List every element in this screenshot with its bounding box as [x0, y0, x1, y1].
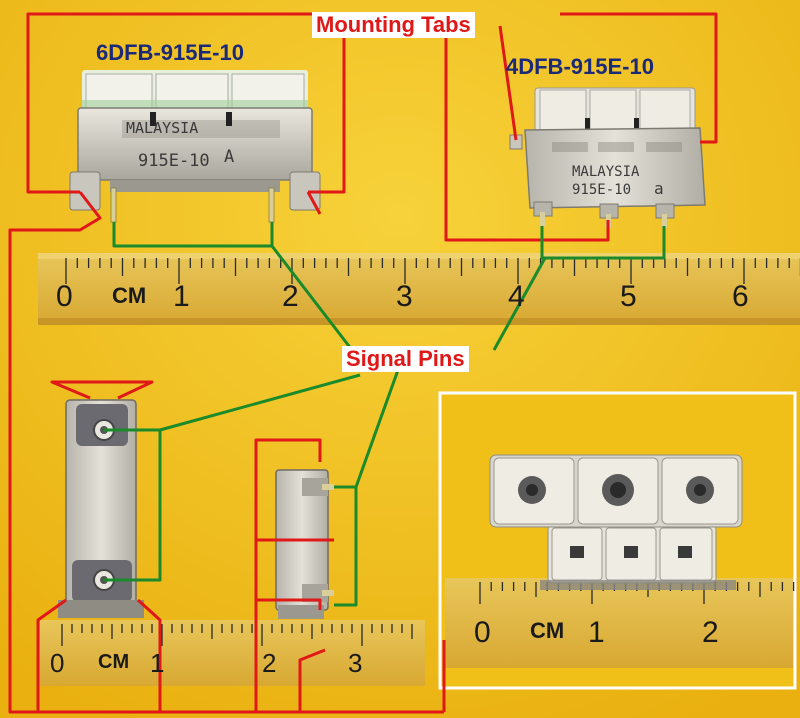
ruler-br-tick-1: 1	[588, 616, 605, 649]
part-4dfb-label: 4DFB-915E-10	[506, 54, 654, 79]
ruler-bottom-left-labels: 0 CM 1 2 3	[50, 648, 362, 678]
part-4dfb-side-view	[275, 469, 334, 619]
part-6dfb-marking-line2: 915E-10	[138, 151, 210, 171]
part-6dfb-marking-suffix: A	[224, 147, 234, 167]
mounting-tabs-label: Mounting Tabs	[312, 12, 475, 38]
ruler-top-tick-0: 0	[56, 280, 73, 313]
ruler-top	[38, 253, 800, 325]
ruler-top-unit: CM	[112, 283, 146, 308]
ruler-top-tick-1: 1	[173, 280, 190, 313]
part-6dfb-body	[69, 70, 321, 223]
ruler-top-tick-2: 2	[282, 280, 299, 313]
part-4dfb-marking: MALAYSIA 915E-10 a	[572, 164, 664, 198]
part-4dfb-marking-line1: MALAYSIA	[572, 164, 640, 180]
ruler-bl-unit: CM	[98, 651, 129, 673]
part-6dfb-marking: MALAYSIA 915E-10 A	[126, 119, 234, 171]
mounting-tabs-callout-lines	[8, 12, 718, 714]
part-4dfb-marking-suffix: a	[654, 179, 664, 198]
ruler-bl-tick-0: 0	[50, 648, 64, 678]
signal-pins-label: Signal Pins	[342, 346, 469, 372]
ruler-top-tick-5: 5	[620, 280, 637, 313]
ruler-top-tick-6: 6	[732, 280, 749, 313]
part-4dfb-marking-line2: 915E-10	[572, 182, 631, 198]
ruler-top-tick-3: 3	[396, 280, 413, 313]
ruler-bottom-right-labels: 0 CM 1 2	[474, 616, 719, 649]
ruler-bottom-left	[40, 620, 425, 686]
ruler-bl-tick-1: 1	[150, 648, 164, 678]
ruler-top-tick-4: 4	[508, 280, 525, 313]
part-6dfb-label: 6DFB-915E-10	[96, 40, 244, 65]
ruler-bl-tick-2: 2	[262, 648, 276, 678]
part-6dfb-marking-line1: MALAYSIA	[126, 119, 198, 137]
ruler-bottom-right	[445, 578, 795, 668]
signal-pins-callout-lines	[104, 222, 666, 607]
ruler-bl-tick-3: 3	[348, 648, 362, 678]
part-6dfb-top-view	[489, 454, 743, 590]
ruler-br-unit: CM	[530, 618, 564, 643]
part-4dfb-body	[509, 87, 706, 228]
ruler-top-labels: 0 CM 1 2 3 4 5 6	[56, 280, 749, 313]
ruler-br-tick-2: 2	[702, 616, 719, 649]
ruler-br-tick-0: 0	[474, 616, 491, 649]
part-6dfb-end-view	[58, 399, 144, 618]
